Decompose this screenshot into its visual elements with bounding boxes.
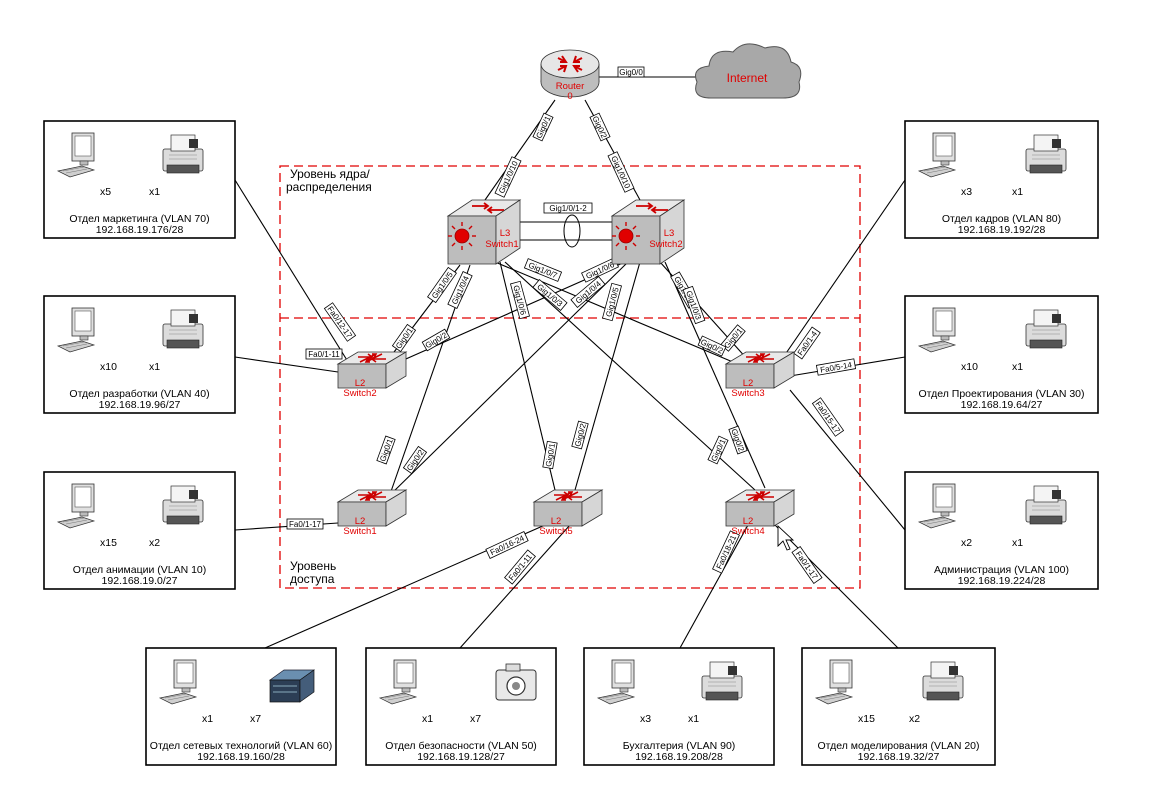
camera-icon [495, 663, 537, 701]
svg-text:Gig1/0/1-2: Gig1/0/1-2 [549, 204, 587, 213]
device-count: x7 [250, 713, 261, 725]
pc-count: x15 [100, 537, 117, 549]
pc-count: x15 [858, 713, 875, 725]
device-count: x1 [149, 186, 160, 198]
department-name: Отдел сетевых технологий (VLAN 60) [150, 740, 332, 752]
department-subnet: 192.168.19.208/28 [635, 751, 723, 763]
svg-text:Gig1/0/5: Gig1/0/5 [430, 270, 455, 300]
pc-count: x1 [202, 713, 213, 725]
device-count: x1 [1012, 361, 1023, 373]
department-subnet: 192.168.19.192/28 [958, 224, 1046, 236]
router-arrows-icon [557, 55, 583, 73]
department-name: Отдел безопасности (VLAN 50) [385, 740, 537, 752]
department-name: Администрация (VLAN 100) [934, 564, 1069, 576]
svg-text:Gig0/1: Gig0/1 [544, 442, 557, 467]
svg-text:Fa0/1-11: Fa0/1-11 [507, 552, 534, 582]
department-subnet: 192.168.19.96/27 [99, 399, 181, 411]
svg-text:Gig1/0/10: Gig1/0/10 [609, 155, 632, 191]
server-icon [268, 669, 316, 703]
svg-text:Gig1/0/3: Gig1/0/3 [535, 282, 564, 309]
pc-count: x3 [961, 186, 972, 198]
department-name: Отдел разработки (VLAN 40) [69, 388, 209, 400]
pc-count: x2 [961, 537, 972, 549]
svg-text:Fa0/12-17: Fa0/12-17 [325, 305, 354, 340]
internet-cloud[interactable]: Internet [695, 43, 802, 99]
department-subnet: 192.168.19.176/28 [96, 224, 184, 236]
svg-text:Fa0/1-11: Fa0/1-11 [308, 350, 340, 359]
device-count: x1 [1012, 186, 1023, 198]
department-subnet: 192.168.19.160/28 [197, 751, 285, 763]
department-name: Бухгалтерия (VLAN 90) [623, 740, 736, 752]
department-subnet: 192.168.19.0/27 [102, 575, 178, 587]
svg-text:Gig0/1: Gig0/1 [394, 326, 415, 351]
device-count: x2 [909, 713, 920, 725]
department-subnet: 192.168.19.224/28 [958, 575, 1046, 587]
pc-count: x5 [100, 186, 111, 198]
svg-text:Gig0/2: Gig0/2 [573, 422, 588, 448]
core-distribution-zone [279, 165, 861, 589]
pc-count: x1 [422, 713, 433, 725]
pc-count: x10 [100, 361, 117, 373]
device-count: x7 [470, 713, 481, 725]
svg-text:Fa0/15-17: Fa0/15-17 [813, 400, 842, 435]
svg-text:Gig0/0: Gig0/0 [619, 68, 643, 77]
svg-text:Fa0/5-14: Fa0/5-14 [820, 360, 854, 375]
department-name: Отдел моделирования (VLAN 20) [818, 740, 980, 752]
department-name: Отдел кадров (VLAN 80) [942, 213, 1061, 225]
pc-count: x3 [640, 713, 651, 725]
device-count: x1 [688, 713, 699, 725]
internet-label: Internet [727, 71, 768, 85]
mouse-cursor-icon [777, 524, 795, 551]
department-name: Отдел анимации (VLAN 10) [73, 564, 207, 576]
department-subnet: 192.168.19.128/27 [417, 751, 505, 763]
device-count: x1 [149, 361, 160, 373]
device-count: x1 [1012, 537, 1023, 549]
department-subnet: 192.168.19.32/27 [858, 751, 940, 763]
pc-count: x10 [961, 361, 978, 373]
svg-text:Fa0/1-17: Fa0/1-17 [289, 520, 322, 529]
department-name: Отдел Проектирования (VLAN 30) [918, 388, 1084, 400]
department-subnet: 192.168.19.64/27 [961, 399, 1043, 411]
svg-text:Gig0/2: Gig0/2 [405, 448, 426, 473]
svg-text:Gig0/2: Gig0/2 [424, 330, 449, 350]
department-name: Отдел маркетинга (VLAN 70) [69, 213, 209, 225]
core-zone-label: Уровень ядра/распределения [286, 167, 372, 194]
device-count: x2 [149, 537, 160, 549]
